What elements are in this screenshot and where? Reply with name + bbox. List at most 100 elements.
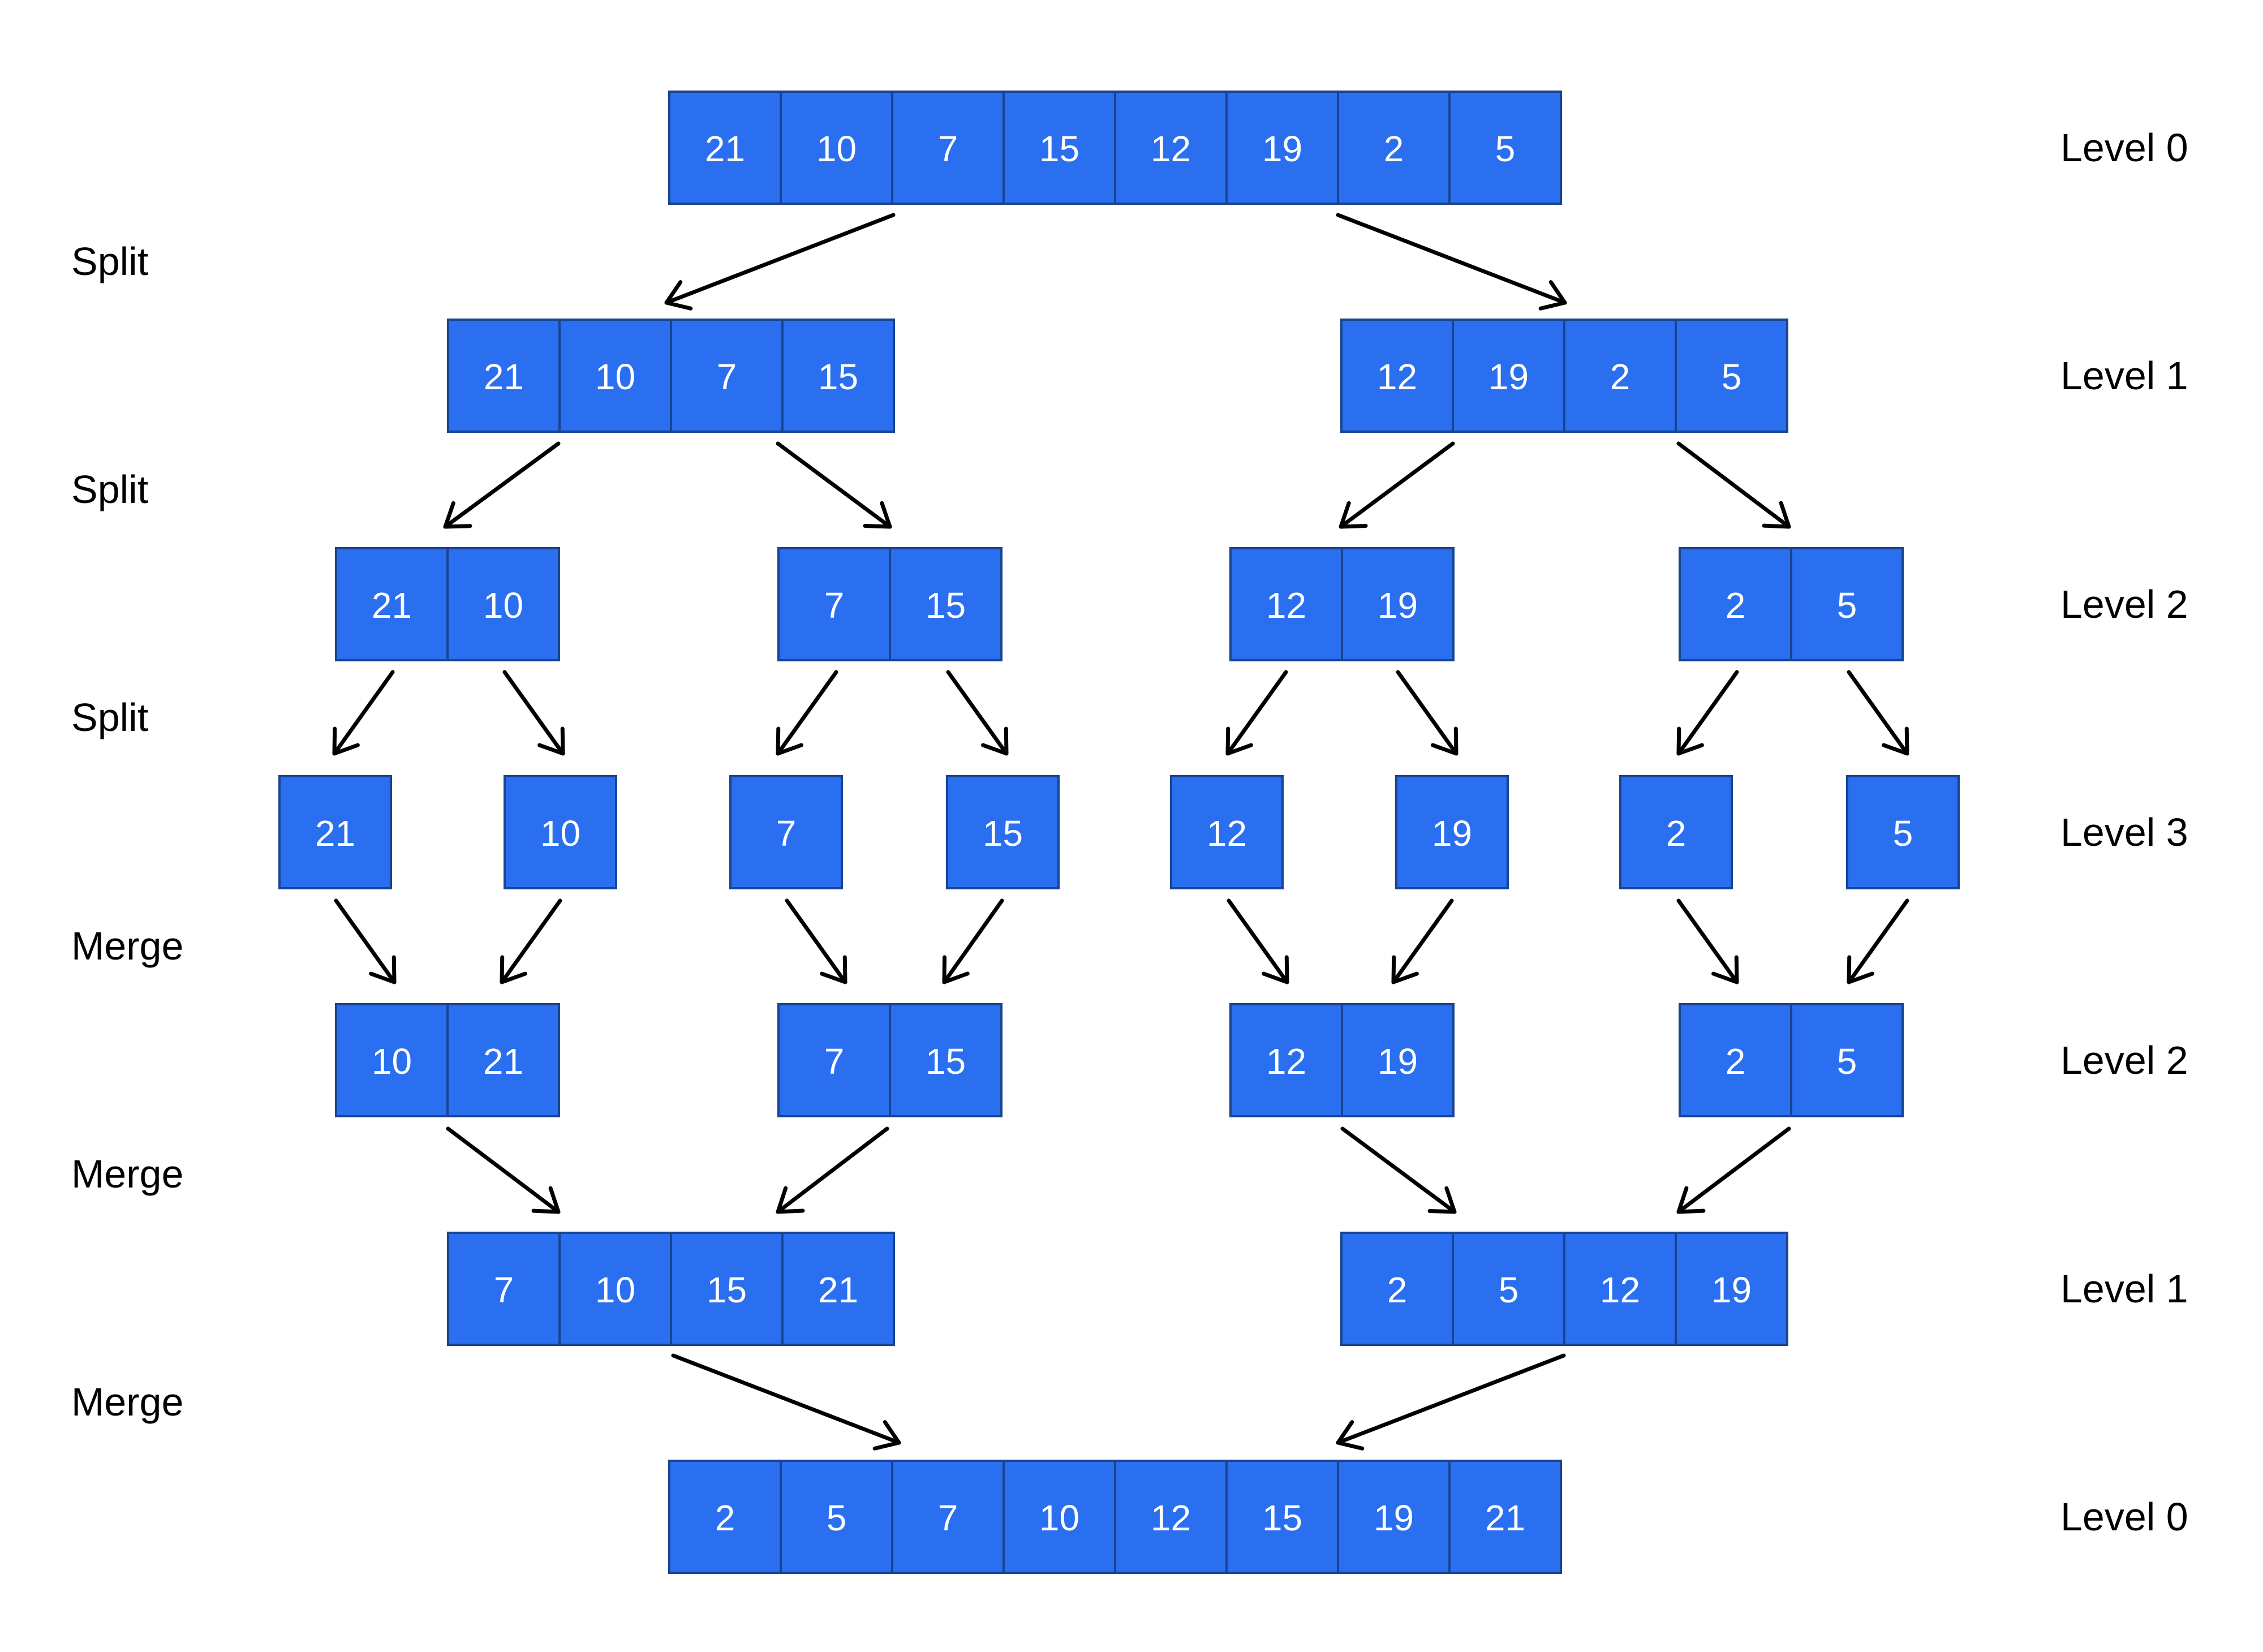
cell-value: 2	[1726, 1041, 1746, 1082]
step-label-split: Split	[71, 467, 148, 511]
step-label-merge: Merge	[71, 1152, 183, 1196]
array-cell: 21	[1448, 1460, 1562, 1574]
cell-box	[1790, 547, 1904, 661]
arrow-icon	[1847, 898, 1909, 984]
array-cell: 2	[668, 1460, 782, 1574]
array-cell: 21	[447, 319, 561, 433]
array-cell: 2	[1619, 775, 1733, 889]
cell-value: 5	[1499, 1270, 1519, 1310]
cell-box	[1114, 1460, 1228, 1574]
array-cell: 15	[889, 547, 1003, 661]
cell-box	[1452, 1232, 1565, 1346]
array-cell: 7	[670, 319, 784, 433]
step-label-split: Split	[71, 695, 148, 739]
cell-box	[447, 319, 561, 433]
cell-box	[1619, 775, 1733, 889]
cell-box	[668, 91, 782, 205]
cell-box	[729, 775, 843, 889]
arrow-icon	[443, 441, 561, 529]
cell-value: 5	[1837, 1041, 1857, 1082]
cell-box	[1675, 319, 1788, 433]
array-cell: 5	[1790, 1003, 1904, 1117]
array-cell: 12	[1170, 775, 1284, 889]
array-cell: 10	[558, 319, 672, 433]
arrow-icon	[1676, 1126, 1791, 1214]
cell-box	[446, 1003, 560, 1117]
array-group: 5	[1846, 775, 1960, 889]
array-cell: 2	[1679, 547, 1792, 661]
arrow-icon	[334, 898, 397, 984]
cell-box	[781, 1232, 895, 1346]
cell-value: 2	[1666, 813, 1687, 854]
level-label: Level 0	[2060, 1495, 2188, 1539]
cell-value: 5	[827, 1498, 847, 1538]
array-cell: 21	[335, 547, 449, 661]
array-cell: 19	[1395, 775, 1509, 889]
arrow-icon	[1227, 898, 1289, 984]
step-label-split: Split	[71, 239, 148, 283]
array-cell: 19	[1341, 547, 1455, 661]
cell-box	[780, 1460, 893, 1574]
step-label-merge: Merge	[71, 1380, 183, 1424]
cell-box	[278, 775, 392, 889]
cell-box	[1563, 1232, 1677, 1346]
level-label: Level 1	[2060, 354, 2188, 398]
array-cell: 12	[1563, 1232, 1677, 1346]
cell-box	[1229, 1003, 1343, 1117]
cell-box	[1563, 319, 1677, 433]
array-cell: 10	[335, 1003, 449, 1117]
arrow-icon	[1676, 441, 1791, 529]
cell-box	[1341, 1003, 1455, 1117]
cell-value: 21	[1485, 1498, 1525, 1538]
cell-value: 21	[372, 585, 412, 626]
array-cell: 12	[1229, 547, 1343, 661]
array-cell: 19	[1452, 319, 1565, 433]
array-cell: 19	[1337, 1460, 1451, 1574]
cell-box	[1341, 547, 1455, 661]
cell-value: 7	[938, 128, 958, 169]
cell-value: 5	[1837, 585, 1857, 626]
cell-box	[1452, 319, 1565, 433]
cell-value: 10	[816, 128, 857, 169]
cell-box	[1448, 1460, 1562, 1574]
cell-box	[1225, 1460, 1339, 1574]
arrow-icon	[776, 1126, 889, 1214]
array-cell: 15	[1003, 91, 1116, 205]
cell-value: 19	[1432, 813, 1472, 854]
arrow-icon	[664, 213, 896, 311]
arrow-icon	[671, 1353, 901, 1451]
arrow-icon	[776, 670, 838, 756]
array-cell: 7	[891, 91, 1005, 205]
arrow-icon	[946, 670, 1009, 756]
arrow-icon	[332, 670, 395, 756]
arrow-icon	[502, 670, 565, 756]
arrow-icon	[1336, 1353, 1566, 1451]
cell-box	[447, 1232, 561, 1346]
cell-value: 19	[1374, 1498, 1414, 1538]
level-label: Level 3	[2060, 810, 2188, 854]
array-cell: 7	[447, 1232, 561, 1346]
cell-value: 21	[483, 1041, 523, 1082]
cell-value: 5	[1893, 813, 1913, 854]
cell-box	[1337, 1460, 1451, 1574]
cell-value: 12	[1151, 128, 1191, 169]
array-cell: 10	[446, 547, 560, 661]
cell-value: 15	[983, 813, 1023, 854]
array-cell: 19	[1341, 1003, 1455, 1117]
array-group: 10 21	[335, 1003, 560, 1117]
array-cell: 7	[891, 1460, 1005, 1574]
arrow-icon	[500, 898, 562, 984]
cell-value: 10	[1039, 1498, 1079, 1538]
level-label: Level 2	[2060, 1038, 2188, 1082]
